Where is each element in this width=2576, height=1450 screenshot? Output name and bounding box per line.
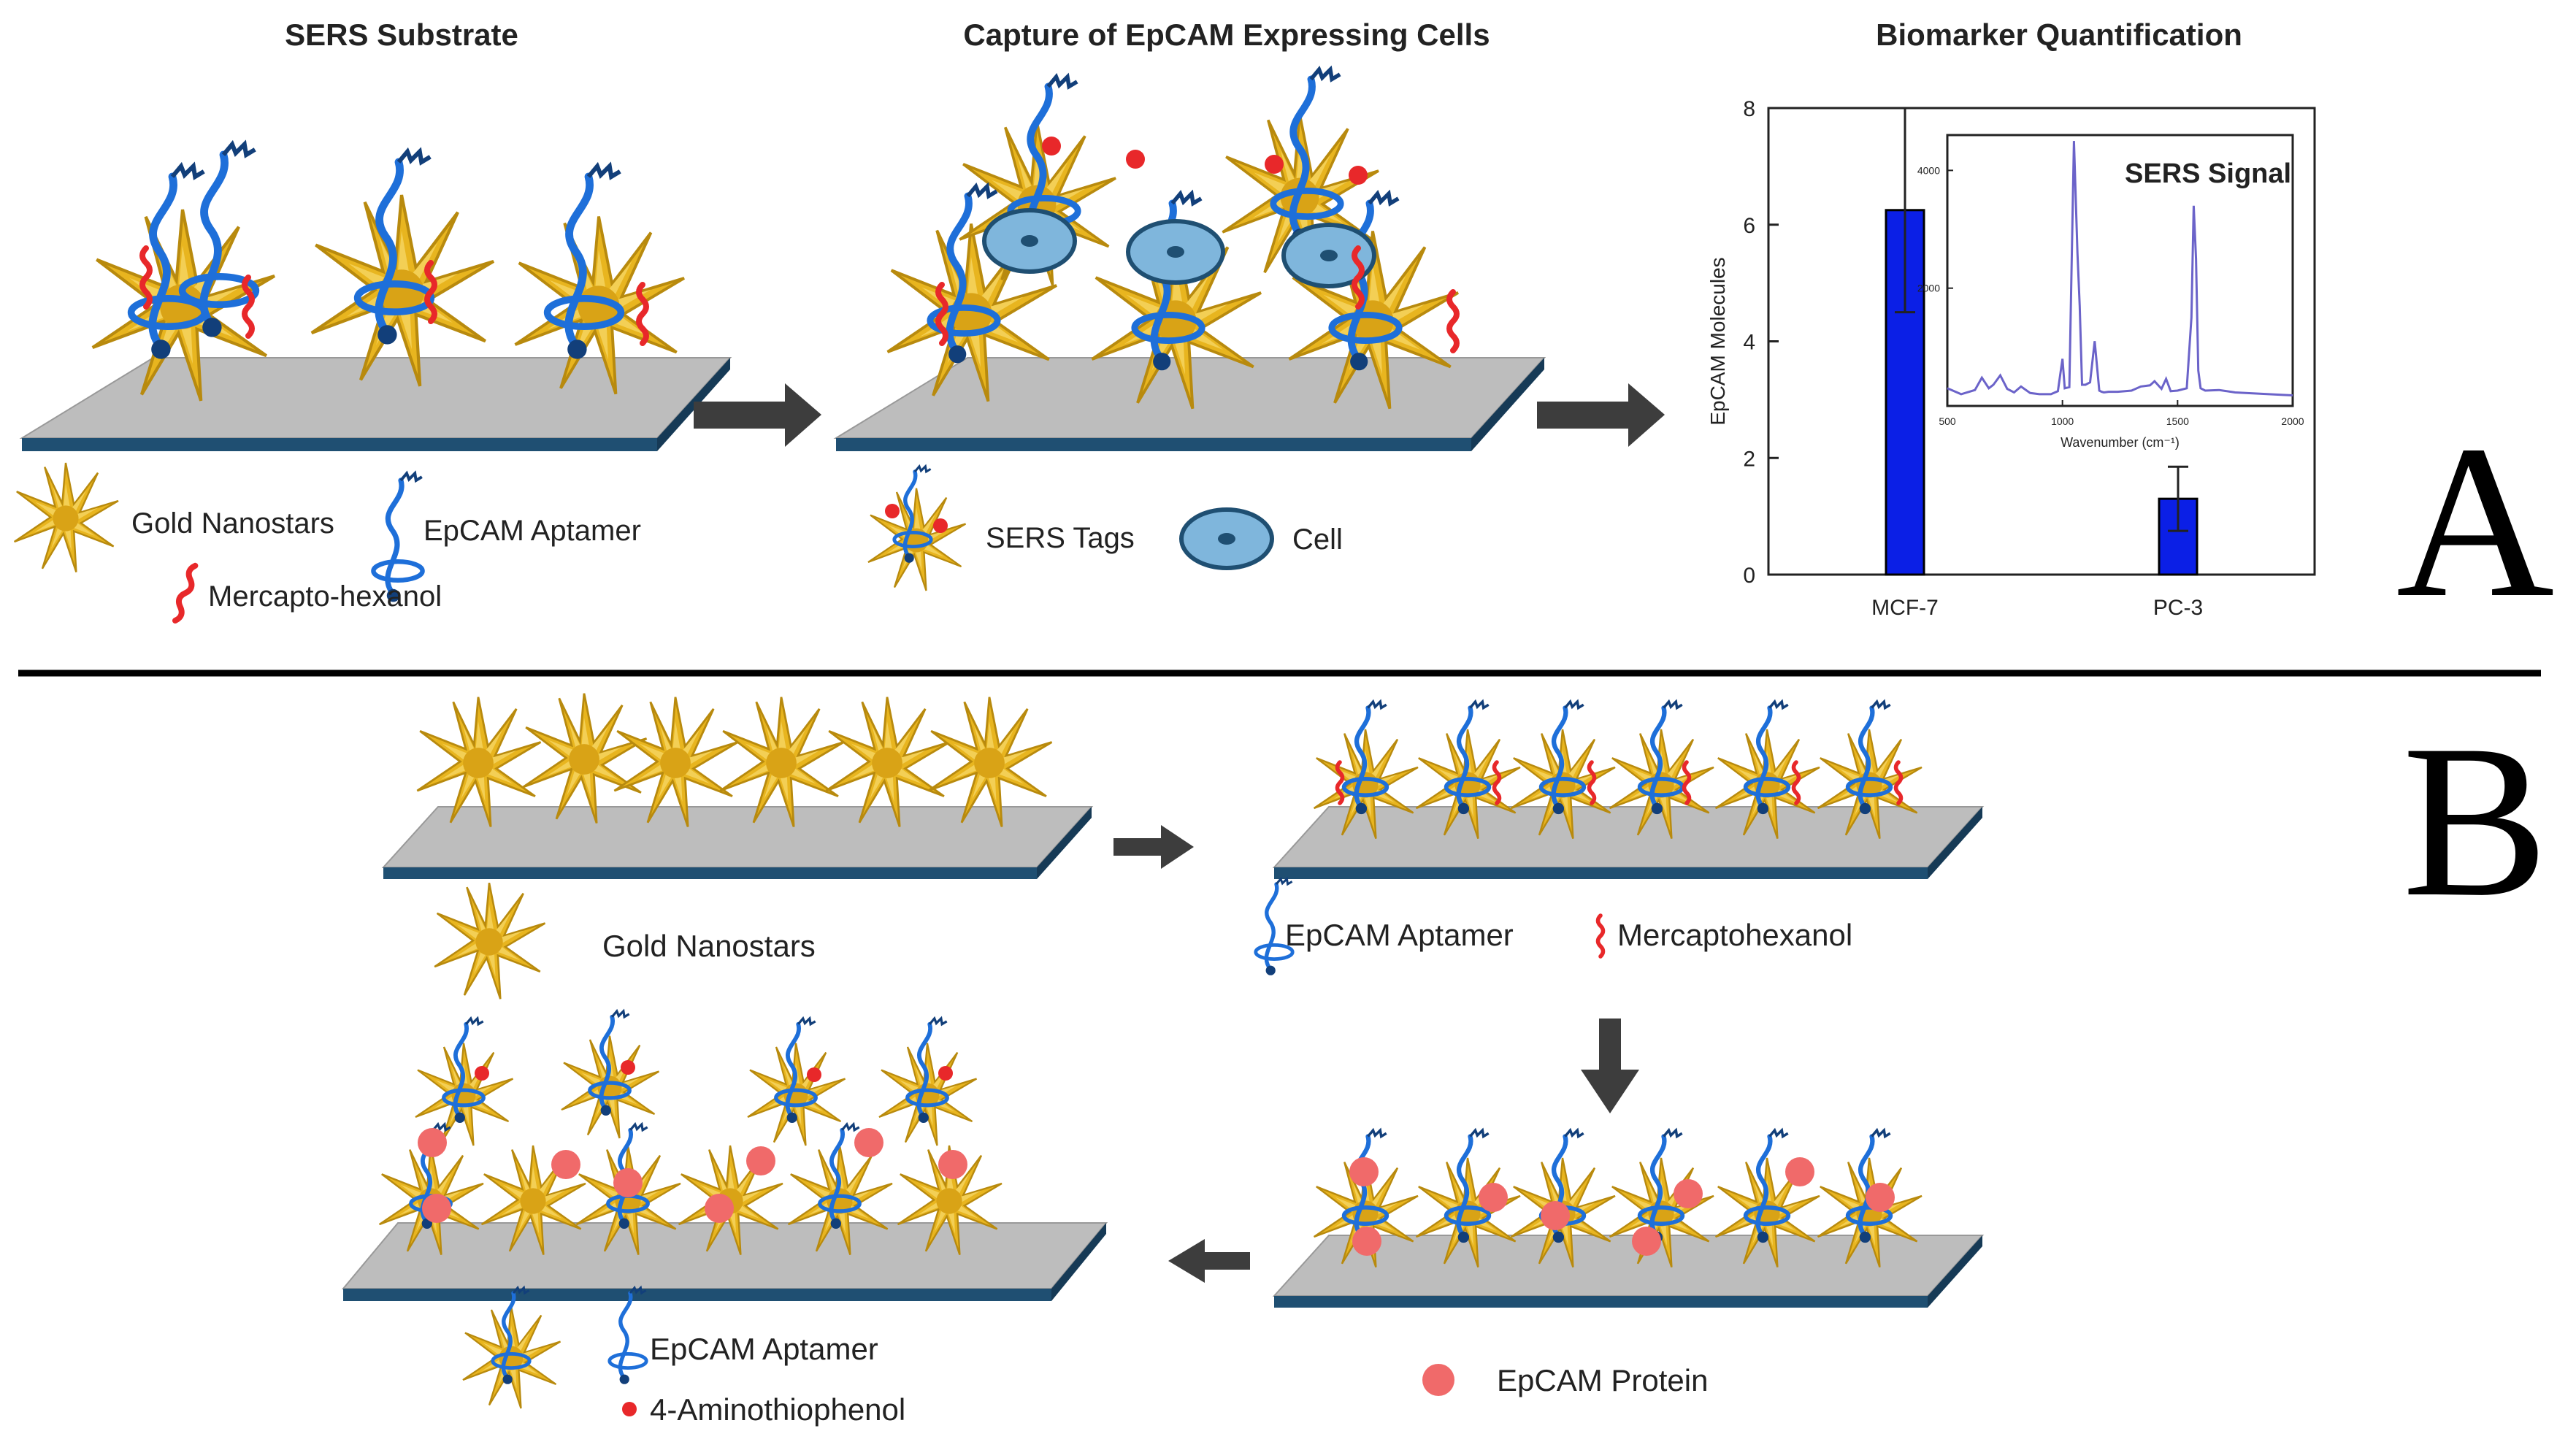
spectrum-x-tick-label: 2000 bbox=[2281, 415, 2304, 427]
title-capture: Capture of EpCAM Expressing Cells bbox=[963, 18, 1490, 52]
spectrum-x-tick-label: 500 bbox=[1939, 415, 1956, 427]
bar-y-tick-label: 8 bbox=[1743, 97, 1755, 121]
legend-b-sers-tag-icon bbox=[461, 1305, 561, 1410]
arrow-b2 bbox=[1581, 1019, 1639, 1113]
bar-category-label: MCF-7 bbox=[1871, 596, 1939, 620]
bar-y-tick-label: 0 bbox=[1743, 564, 1755, 588]
legend-sers-tag-icon bbox=[867, 487, 967, 592]
spectrum-x-tick-label: 1000 bbox=[2051, 415, 2074, 427]
legend-epcam-aptamer: EpCAM Aptamer bbox=[423, 515, 641, 547]
legend-b-epcam-aptamer-1: EpCAM Aptamer bbox=[1285, 918, 1514, 952]
legend-b-aptamer2-icon bbox=[610, 1288, 646, 1384]
arrow-a2 bbox=[1537, 383, 1665, 447]
bar-y-axis-label: EpCAM Molecules bbox=[1706, 257, 1729, 425]
substrate-b1 bbox=[381, 692, 1094, 879]
arrow-b1 bbox=[1113, 825, 1194, 869]
capture-group-a2 bbox=[886, 69, 1458, 410]
bar-category-label: PC-3 bbox=[2153, 596, 2203, 620]
legend-b-epcam-aptamer-2: EpCAM Aptamer bbox=[650, 1332, 878, 1366]
legend-mercapto-hexanol: Mercapto-hexanol bbox=[208, 580, 442, 613]
legend-b-mercaptohexanol: Mercaptohexanol bbox=[1617, 918, 1852, 952]
legend-b-protein-icon bbox=[1422, 1364, 1454, 1396]
substrate-b3 bbox=[1272, 1130, 1985, 1308]
spectrum-y-tick-label: 4000 bbox=[1917, 164, 1940, 176]
spectrum-frame bbox=[1946, 134, 2294, 407]
substrate-b4 bbox=[341, 1011, 1108, 1301]
legend-cell: Cell bbox=[1292, 523, 1343, 556]
panel-letter-a: A bbox=[2396, 400, 2555, 642]
legend-a: Gold Nanostars EpCAM Aptamer Mercapto-he… bbox=[13, 461, 1343, 622]
spectrum-y-tick-label: 2000 bbox=[1917, 283, 1940, 294]
panel-letter-b: B bbox=[2402, 699, 2548, 942]
bar-y-tick-label: 6 bbox=[1743, 214, 1755, 238]
legend-b-nanostar-icon bbox=[433, 881, 546, 1000]
spectrum-x-tick-label: 1500 bbox=[2166, 415, 2189, 427]
legend-b-gold-nanostars: Gold Nanostars bbox=[602, 929, 816, 963]
title-quantification: Biomarker Quantification bbox=[1876, 18, 2242, 52]
legend-sers-tags: SERS Tags bbox=[986, 522, 1135, 554]
substrate-a1 bbox=[19, 357, 732, 451]
spectrum-title: SERS Signal bbox=[2125, 158, 2291, 189]
arrow-b3 bbox=[1168, 1239, 1250, 1283]
legend-b-atp-icon bbox=[622, 1402, 637, 1416]
title-sers-substrate: SERS Substrate bbox=[285, 18, 518, 52]
spectrum-x-axis-label: Wavenumber (cm⁻¹) bbox=[2061, 435, 2180, 450]
bar-y-tick-label: 2 bbox=[1743, 447, 1755, 471]
substrate-b2 bbox=[1272, 702, 1985, 879]
legend-b-aminothiophenol: 4-Aminothiophenol bbox=[650, 1392, 905, 1427]
legend-mercapto-icon bbox=[172, 564, 199, 622]
legend-nanostar-icon bbox=[13, 461, 120, 573]
legend-b-epcam-protein: EpCAM Protein bbox=[1497, 1363, 1708, 1397]
legend-b-mercapto-icon bbox=[1598, 916, 1603, 956]
legend-gold-nanostars: Gold Nanostars bbox=[131, 507, 334, 540]
arrow-a1 bbox=[694, 383, 821, 447]
spectrum-line bbox=[1947, 141, 2293, 396]
bar-y-tick-label: 4 bbox=[1743, 331, 1755, 355]
